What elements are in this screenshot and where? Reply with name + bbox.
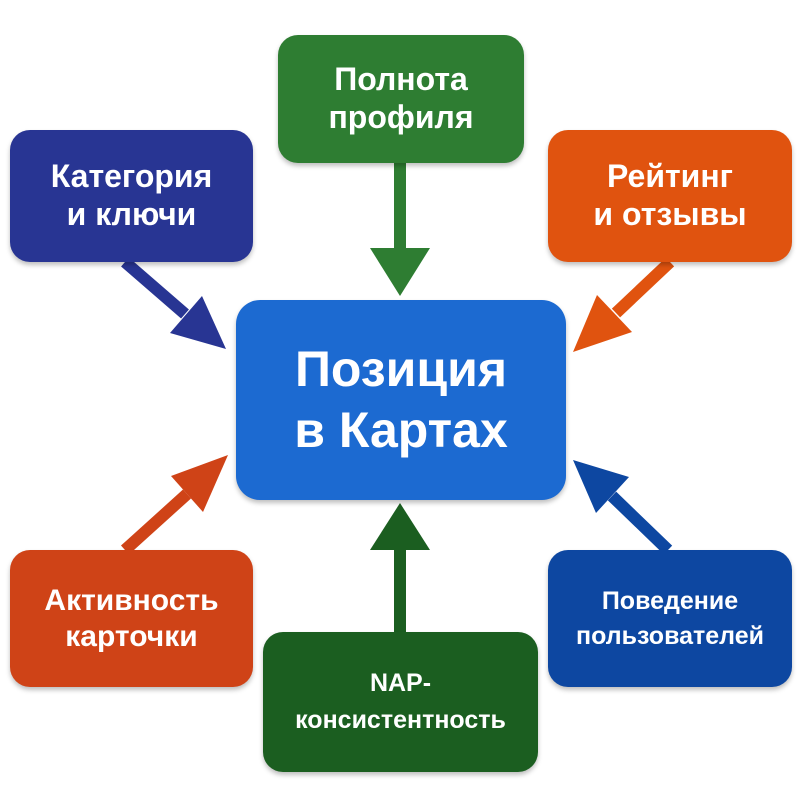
factor-bottom-line-2: консистентность — [295, 706, 506, 734]
factor-top-left-line-1: Категория — [50, 158, 213, 195]
arrow-top-left — [121, 257, 226, 349]
factor-node-top: Полнота профиля — [278, 35, 524, 163]
factor-top-line-1: Полнота — [334, 61, 468, 98]
factor-bottom-left-line-1: Активность — [44, 584, 219, 618]
factor-node-bottom: NAP- консистентность — [263, 632, 538, 772]
factor-top-right-line-1: Рейтинг — [606, 158, 733, 195]
factor-bottom-right-line-2: пользователей — [576, 621, 764, 650]
center-node: Позиция в Картах — [236, 300, 566, 500]
arrow-bottom-left — [120, 455, 228, 555]
factor-top-line-2: профиля — [328, 99, 474, 135]
arrow-top — [370, 163, 430, 296]
factor-node-bottom-left: Активность карточки — [10, 550, 253, 687]
arrow-bottom — [370, 503, 430, 632]
arrow-bottom-right — [573, 460, 673, 555]
factor-node-top-right: Рейтинг и отзывы — [548, 130, 792, 262]
center-line-1: Позиция — [294, 341, 508, 397]
factor-top-right-line-2: и отзывы — [593, 196, 747, 232]
factor-bottom-right-line-1: Поведение — [601, 586, 739, 615]
factor-top-left-line-2: и ключи — [66, 196, 197, 232]
factor-bottom-left-line-2: карточки — [65, 619, 198, 653]
center-line-2: в Картах — [294, 402, 508, 458]
factor-bottom-line-1: NAP- — [369, 668, 432, 697]
factor-node-top-left: Категория и ключи — [10, 130, 253, 262]
factor-node-bottom-right: Поведение пользователей — [548, 550, 792, 687]
arrow-top-right — [573, 257, 675, 352]
